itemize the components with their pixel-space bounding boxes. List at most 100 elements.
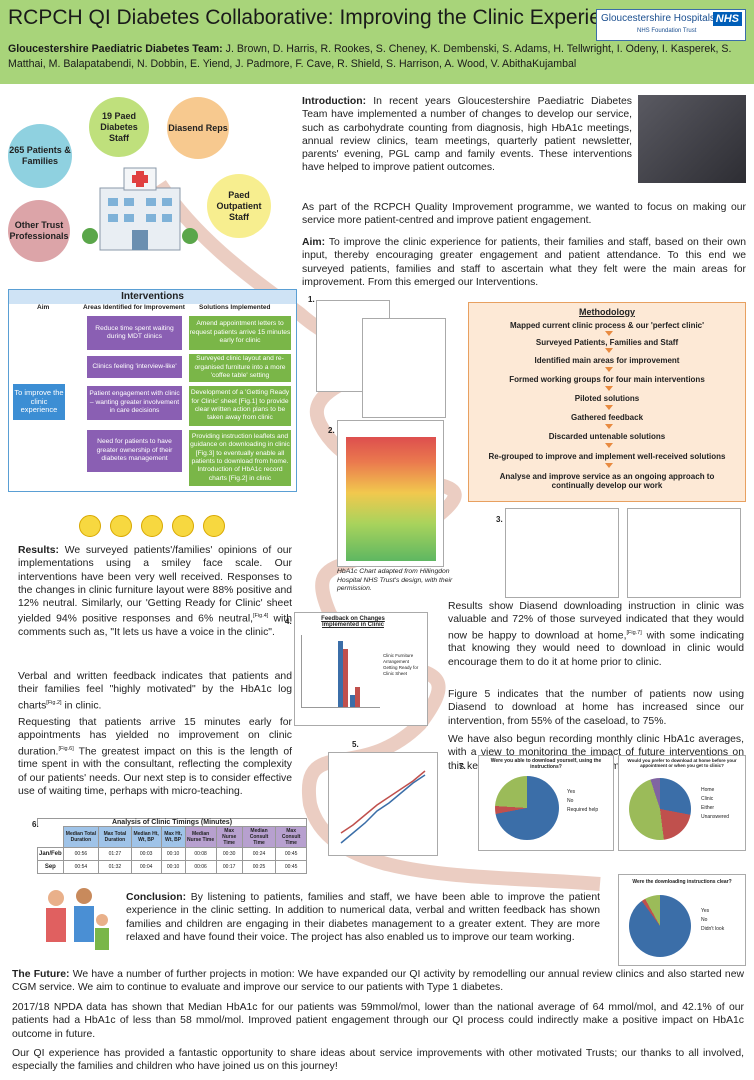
solution-2: Surveyed clinic layout and re-organised …: [189, 354, 291, 382]
method-step-4: Formed working groups for four main inte…: [509, 375, 705, 384]
nhs-badge: NHS: [712, 12, 742, 26]
table-cell: 00:30: [215, 847, 243, 861]
area-4: Need for patients to have greater owners…: [87, 430, 182, 472]
conclusion-text: By listening to patients, families and s…: [126, 892, 601, 943]
table-cell: Sep: [37, 860, 64, 874]
team-label: Gloucestershire Paediatric Diabetes Team…: [8, 43, 223, 55]
feedback-legend: Clinic Furniture Arrangement Getting Rea…: [383, 653, 423, 677]
intro-para2: As part of the RCPCH Quality Improvement…: [302, 202, 746, 227]
method-step-5: Piloted solutions: [574, 394, 640, 403]
pie2-legend-clinic: Clinic: [701, 796, 714, 802]
col-solutions: Solutions Implemented: [199, 304, 271, 311]
very-happy-face-icon: [203, 515, 225, 537]
table-cell: 00:08: [184, 847, 217, 861]
team-list: Gloucestershire Paediatric Diabetes Team…: [8, 42, 748, 72]
col-areas: Areas Identified for Improvement: [83, 304, 185, 311]
interventions-title: Interventions: [9, 290, 296, 304]
pie3-legend-didnt-look: Didn't look: [701, 926, 725, 932]
fig7-label: 7.: [459, 762, 466, 771]
fig5-label: 5.: [352, 740, 359, 749]
table-cell: Jan/Feb: [37, 847, 64, 861]
interventions-columns: Aim Areas Identified for Improvement Sol…: [9, 304, 296, 314]
pie2-graphic: [629, 778, 691, 840]
interventions-aim: To improve the clinic experience: [13, 384, 65, 420]
timing-header: Max Total Duration: [98, 826, 132, 848]
results-right-p2: Figure 5 indicates that the number of pa…: [448, 689, 744, 727]
feedback-title: Feedback on Changes Implemented in Clini…: [321, 616, 385, 628]
table-cell: 00:10: [160, 847, 186, 861]
arrow-icon: [605, 386, 613, 391]
results-p1-ref: [Fig.4]: [253, 613, 269, 620]
method-step-8: Re-grouped to improve and implement well…: [488, 452, 726, 461]
methodology-panel: Methodology Mapped current clinic proces…: [468, 302, 746, 502]
table-cell: 00:45: [275, 847, 307, 861]
timing-header: Max Nurse Time: [215, 826, 243, 848]
pie-download-self: Were you able to download yourself, usin…: [478, 755, 614, 851]
results-p3-end: The greatest impact on this is the lengt…: [18, 746, 292, 797]
method-step-9: Analyse and improve service as an ongoin…: [499, 472, 715, 490]
future-text: We have a number of further projects in …: [12, 969, 744, 994]
timing-header: Max Ht, Wt, BP: [160, 826, 186, 848]
timing-title: Analysis of Clinic Timings (Minutes): [37, 818, 307, 826]
family-illustration: [46, 888, 109, 950]
results-p1: Results: We surveyed patients'/families'…: [18, 544, 292, 640]
very-sad-face-icon: [79, 515, 101, 537]
fig3-leaflet-b: [627, 508, 741, 598]
pie1-legend-no: No: [567, 798, 574, 804]
solution-3: Development of a 'Getting Ready for Clin…: [189, 386, 291, 426]
hba1c-caption: HbA1c Chart adapted from Hillingdon Hosp…: [337, 568, 453, 592]
legend-sheet: Getting Ready for Clinic Sheet: [383, 665, 419, 676]
bubble-outpatient-staff: Paed Outpatient Staff: [207, 174, 271, 238]
results-p2: Verbal and written feedback indicates th…: [18, 670, 292, 712]
results-p3: Requesting that patients arrive 15 minut…: [18, 716, 292, 798]
future-label: The Future:: [12, 969, 70, 980]
results-p1-end: with comments such as, "It lets us have …: [18, 613, 292, 639]
aim-label: Aim:: [302, 237, 326, 248]
intro-text: In recent years Gloucestershire Paediatr…: [302, 96, 632, 174]
table-cell: 01:27: [98, 847, 132, 861]
area-2: Clinics feeling 'interview-like': [87, 356, 182, 378]
table-cell: 00:10: [160, 860, 186, 874]
logo-name: Gloucestershire Hospitals: [601, 13, 715, 24]
fig3-leaflet-a: [505, 508, 619, 598]
bubble-diasend-reps: Diasend Reps: [167, 97, 229, 159]
fig3-label: 3.: [496, 515, 503, 524]
results-label: Results:: [18, 545, 59, 556]
table-cell: 00:04: [130, 860, 162, 874]
timing-header: Max Consult Time: [275, 826, 307, 848]
pie3-graphic: [629, 895, 691, 957]
table-cell: 00:45: [275, 860, 307, 874]
pie3-legend-no: No: [701, 917, 708, 923]
results-p3-ref: [Fig.6]: [58, 745, 74, 752]
arrow-icon: [605, 331, 613, 336]
timing-header: Median Ht, Wt, BP: [130, 826, 162, 848]
poster-title: RCPCH QI Diabetes Collaborative: Improvi…: [8, 6, 635, 29]
table-cell: 00:25: [241, 860, 277, 874]
bubble-patients: 265 Patients & Families: [8, 124, 72, 188]
pie2-legend: Home Clinic Either Unanswered: [701, 786, 729, 822]
logo-trust: NHS Foundation Trust: [637, 28, 697, 34]
pie1-legend: Yes No Required help: [567, 788, 598, 815]
nhs-logo: Gloucestershire Hospitals NHS NHS Founda…: [596, 9, 746, 41]
results-right-p1-ref: [Fig.7]: [626, 629, 642, 636]
table-cell: 00:54: [62, 860, 100, 874]
arrow-icon: [605, 424, 613, 429]
pie3-title: Were the downloading instructions clear?: [632, 879, 732, 885]
bar-furniture-good: [350, 695, 355, 707]
smile-face-icon: [172, 515, 194, 537]
diasend-lines: [340, 770, 426, 844]
neutral-face-icon: [141, 515, 163, 537]
bubble-paed-staff: 19 Paed Diabetes Staff: [89, 97, 149, 157]
pie1-graphic: [495, 776, 559, 840]
arrow-icon: [605, 443, 613, 448]
bubble-trust-professionals: Other Trust Professionals: [8, 200, 70, 262]
timing-header: Median Consult Time: [241, 826, 277, 848]
legend-furniture: Clinic Furniture Arrangement: [383, 653, 414, 664]
table-cell: 00:06: [184, 860, 217, 874]
timing-header: Median Total Duration: [62, 826, 100, 848]
hba1c-gradient: [346, 437, 436, 561]
timing-header: [37, 826, 64, 848]
results-p2-text: Verbal and written feedback indicates th…: [18, 671, 292, 712]
pie1-title: Were you able to download yourself, usin…: [490, 758, 602, 770]
results-p2-ref: [Fig.2]: [46, 699, 62, 706]
